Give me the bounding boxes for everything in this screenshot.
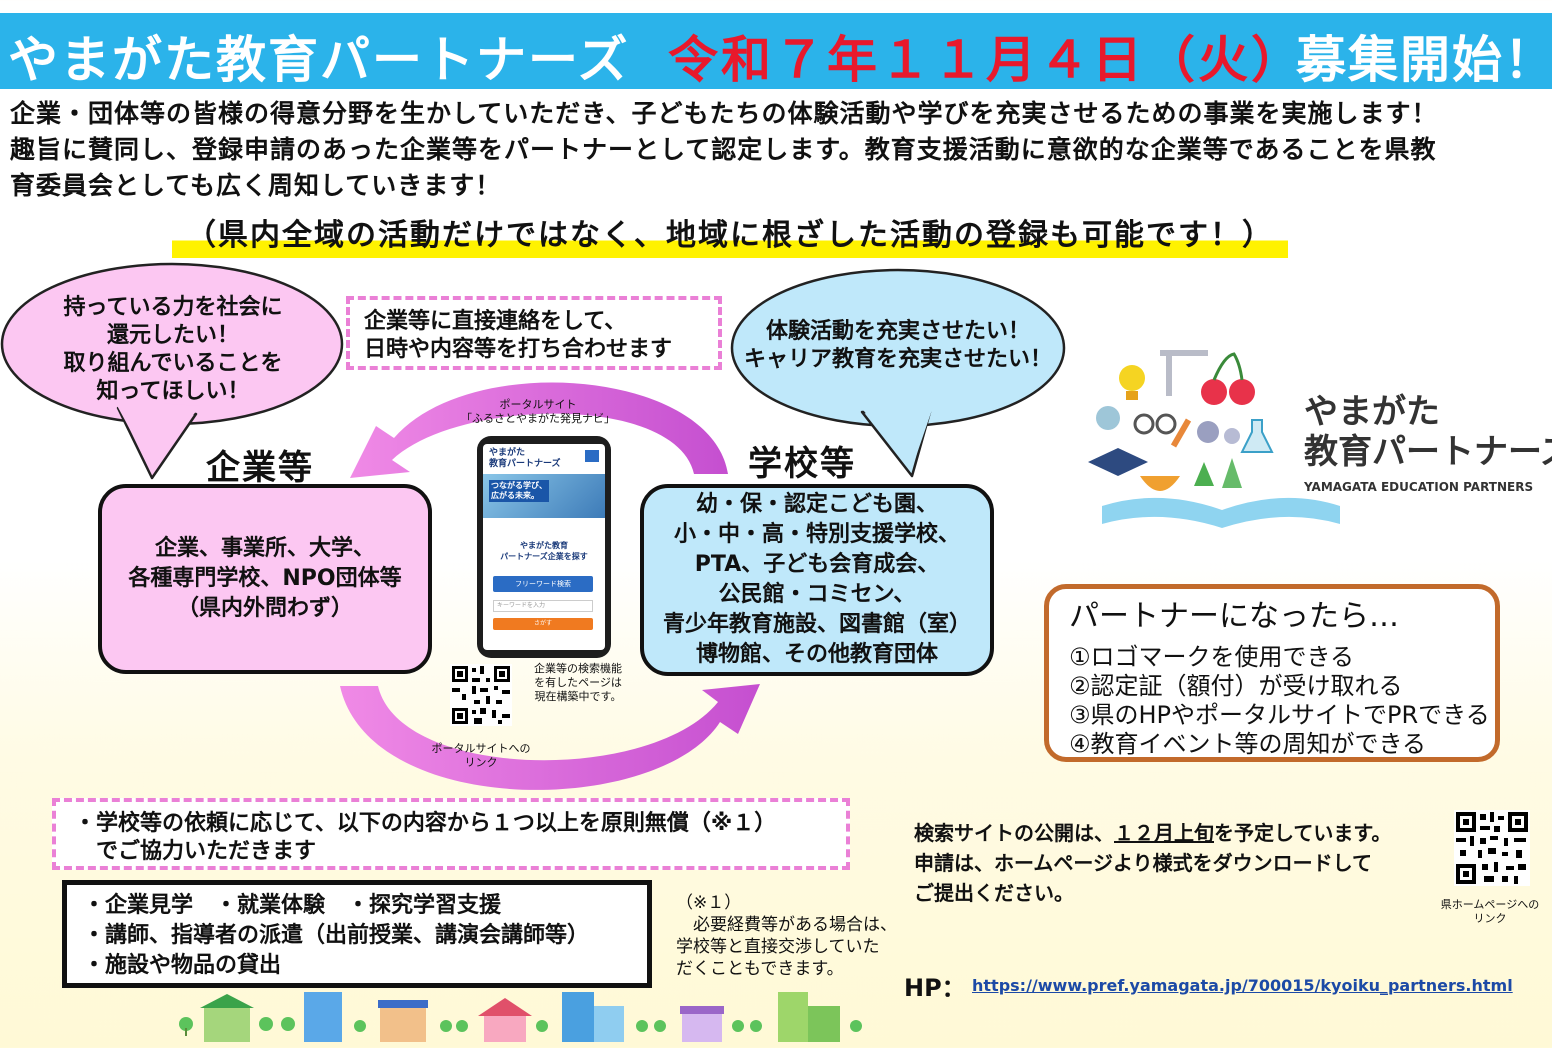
activity-item: ・講師、指導者の派遣（出前授業、講演会講師等） — [83, 923, 590, 948]
logo-english: YAMAGATA EDUCATION PARTNERS — [1304, 480, 1534, 494]
menu-icon — [585, 450, 599, 462]
phone-screen: やまがた 教育パートナーズ つながる学び、 広がる未来。 やまがた教育 パートナ… — [483, 444, 605, 650]
page-title: やまがた教育パートナーズ — [8, 31, 630, 89]
screen-submit-button: さがす — [493, 618, 593, 630]
schools-box: 幼・保・認定こども園、 小・中・高・特別支援学校、 PTA、子ども会育成会、 公… — [640, 484, 994, 676]
partner-benefits-title: パートナーになったら… — [1069, 599, 1399, 634]
partner-benefits-box: パートナーになったら… ①ロゴマークを使用できる ②認定証（額付）が受け取れる … — [1044, 584, 1500, 762]
benefit-item: ④教育イベント等の周知ができる — [1069, 730, 1427, 758]
schools-label: 学校等 — [748, 444, 856, 484]
benefit-item: ②認定証（額付）が受け取れる — [1069, 672, 1403, 700]
town-illustration — [179, 992, 862, 1042]
intro-line: 育委員会としても広く周知していきます！ — [10, 171, 502, 200]
intro-text: 企業・団体等の皆様の得意分野を生かしていただき、子どもたちの体験活動や学びを充実… — [10, 96, 1550, 204]
header-banner — [0, 13, 1552, 89]
screen-hero-text: つながる学び、 広がる未来。 — [489, 480, 549, 502]
search-site-info: 検索サイトの公開は、１２月上旬を予定しています。 申請は、ホームページより様式を… — [914, 821, 1392, 905]
portal-label: ポータルサイト 「ふるさとやまがた発見ナビ」 — [461, 398, 615, 425]
recruitment-date: 令和７年１１月４日（火） — [668, 31, 1304, 89]
right-speech-bubble — [730, 268, 1066, 478]
benefit-item: ③県のHPやポータルサイトでPRできる — [1069, 701, 1490, 729]
intro-line: 趣旨に賛同し、登録申請のあった企業等をパートナーとして認定します。教育支援活動に… — [10, 135, 1437, 164]
activity-item: ・企業見学 ・就業体験 ・探究学習支援 — [83, 893, 502, 918]
benefit-item: ①ロゴマークを使用できる — [1069, 643, 1355, 671]
logo-text: やまがた 教育パートナーズ — [1304, 392, 1552, 472]
homepage-link[interactable]: https://www.pref.yamagata.jp/700015/kyoi… — [972, 976, 1513, 995]
screen-title: やまがた 教育パートナーズ — [489, 448, 561, 469]
portal-qr-code[interactable] — [450, 664, 512, 726]
right-bubble-text: 体験活動を充実させたい！ キャリア教育を充実させたい！ — [743, 319, 1052, 372]
hp-label: HP： — [904, 974, 966, 1002]
logo-illustration — [1074, 338, 1552, 534]
bottom-flow-arrow — [340, 684, 760, 790]
intro-line: 企業・団体等の皆様の得意分野を生かしていただき、子どもたちの体験活動や学びを充実… — [10, 99, 1438, 128]
screen-hero-image: つながる学び、 広がる未来。 — [483, 474, 605, 518]
screen-freeword-button: フリーワード検索 — [493, 576, 593, 592]
portal-link-label: ポータルサイトへの リンク — [431, 742, 531, 769]
contact-box: 企業等に直接連絡をして、 日時や内容等を打ち合わせます — [346, 296, 722, 370]
companies-label: 企業等 — [206, 448, 314, 488]
left-speech-bubble — [0, 262, 344, 480]
cost-note: （※１） 必要経費等がある場合は、 学校等と直接交渉していた だくこともできます… — [676, 893, 897, 979]
portal-phone-mockup: やまがた 教育パートナーズ つながる学び、 広がる未来。 やまがた教育 パートナ… — [477, 436, 611, 658]
request-box: ・学校等の依頼に応じて、以下の内容から１つ以上を原則無償（※１） でご協力いただ… — [52, 798, 850, 870]
homepage-qr-code[interactable] — [1454, 810, 1530, 886]
left-bubble-text: 持っている力を社会に 還元したい！ 取り組んでいることを 知ってほしい！ — [63, 295, 283, 404]
companies-box: 企業、事業所、大学、 各種専門学校、NPO団体等 （県内外問わず） — [98, 484, 432, 674]
highlight-note: （県内全域の活動だけではなく、地域に根ざした活動の登録も可能です！） — [172, 214, 1288, 258]
recruitment-start: 募集開始！ — [1296, 31, 1552, 89]
release-period: １２月上旬 — [1114, 821, 1214, 845]
homepage-qr-label: 県ホームページへの リンク — [1440, 898, 1540, 925]
screen-keyword-input: キーワードを入力 — [493, 600, 593, 612]
activities-box: ・企業見学 ・就業体験 ・探究学習支援 ・講師、指導者の派遣（出前授業、講演会講… — [62, 880, 652, 988]
top-flow-arrow — [350, 382, 728, 478]
qr-note: 企業等の検索機能 を有したページは 現在構築中です。 — [534, 662, 622, 703]
screen-search-heading: やまがた教育 パートナーズ企業を探す — [500, 541, 588, 561]
activity-item: ・施設や物品の貸出 — [83, 953, 282, 978]
